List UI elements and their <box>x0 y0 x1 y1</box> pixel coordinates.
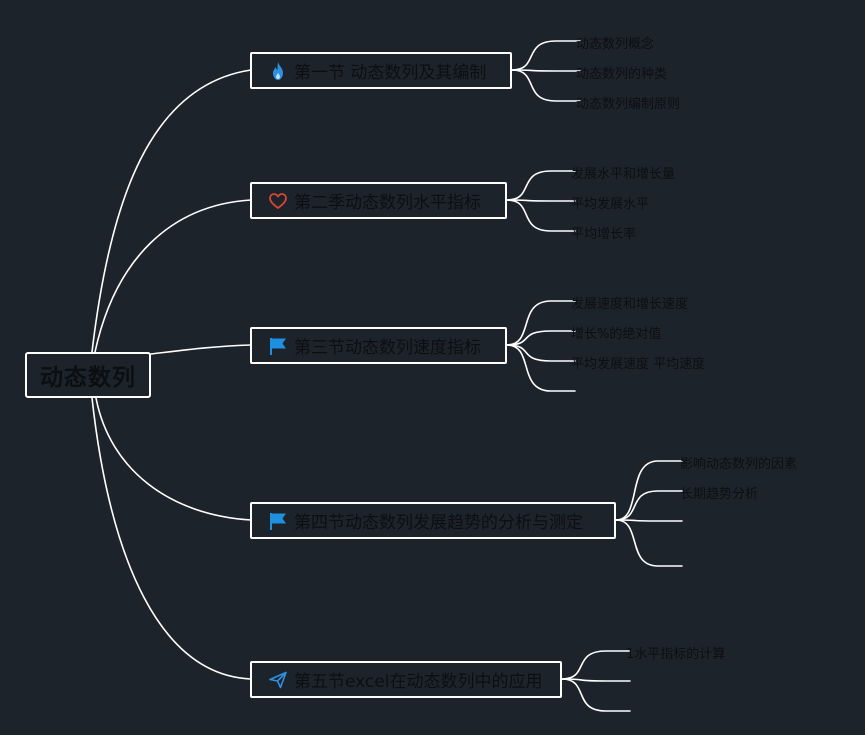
root-connector-2 <box>94 199 252 353</box>
flag-icon <box>268 511 288 531</box>
leaf-4-2[interactable]: 长期趋势分析 <box>680 487 759 502</box>
leaf-connector-4-2 <box>615 490 683 521</box>
leaf-connector-3-1 <box>506 300 576 346</box>
heart-icon <box>268 191 288 211</box>
leaf-connector-2-3 <box>506 199 576 232</box>
section-1-topic[interactable]: 第一节 动态数列及其编制 <box>250 52 512 89</box>
section-3-topic[interactable]: 第三节动态数列速度指标 <box>250 327 507 364</box>
leaf-2-3[interactable]: 平均增长率 <box>571 227 637 242</box>
root-topic-label: 动态数列 <box>40 365 136 391</box>
root-connector-5 <box>91 397 252 680</box>
section-4-topic[interactable]: 第四节动态数列发展趋势的分析与测定 <box>250 502 616 539</box>
root-topic[interactable]: 动态数列 <box>25 352 151 398</box>
leaf-3-3[interactable]: 平均发展速度 平均速度 <box>571 357 706 372</box>
section-1-label: 第一节 动态数列及其编制 <box>294 63 487 83</box>
leaf-1-3[interactable]: 动态数列编制原则 <box>576 97 681 112</box>
paper-plane-icon <box>268 670 288 690</box>
leaf-connector-5-3 <box>561 678 631 712</box>
section-2-topic[interactable]: 第二季动态数列水平指标 <box>250 182 507 219</box>
leaf-1-1[interactable]: 动态数列概念 <box>576 37 655 52</box>
leaf-1-2[interactable]: 动态数列的种类 <box>576 67 668 82</box>
leaf-connector-4-3 <box>615 519 683 522</box>
leaf-2-1[interactable]: 发展水平和增长量 <box>571 167 676 182</box>
leaf-connector-2-1 <box>506 170 576 201</box>
leaf-3-2[interactable]: 增长%的绝对值 <box>571 327 662 342</box>
leaf-connector-3-4 <box>506 344 576 392</box>
leaf-connector-3-3 <box>506 344 576 362</box>
section-3-label: 第三节动态数列速度指标 <box>294 338 481 358</box>
section-4-label: 第四节动态数列发展趋势的分析与测定 <box>294 513 583 533</box>
leaf-connector-2-2 <box>506 199 576 202</box>
root-connector-4 <box>95 397 252 521</box>
leaf-connector-1-3 <box>511 69 581 102</box>
section-5-topic[interactable]: 第五节excel在动态数列中的应用 <box>250 661 562 698</box>
leaf-connector-1-1 <box>511 40 581 71</box>
leaf-connector-4-4 <box>615 519 683 567</box>
section-2-label: 第二季动态数列水平指标 <box>294 193 481 213</box>
leaf-connector-4-1 <box>615 460 683 521</box>
leaf-5-1[interactable]: 1水平指标的计算 <box>626 647 726 662</box>
flag-icon <box>268 336 288 356</box>
leaf-connector-1-2 <box>511 69 581 72</box>
leaf-connector-5-2 <box>561 678 631 682</box>
fire-icon <box>268 61 288 81</box>
leaf-connector-3-2 <box>506 330 576 346</box>
root-connector-3 <box>150 344 252 355</box>
leaf-4-1[interactable]: 影响动态数列的因素 <box>680 457 798 472</box>
leaf-connector-5-1 <box>561 650 631 680</box>
root-connector-1 <box>91 69 252 353</box>
section-5-label: 第五节excel在动态数列中的应用 <box>294 672 543 692</box>
leaf-2-2[interactable]: 平均发展水平 <box>571 197 650 212</box>
leaf-3-1[interactable]: 发展速度和增长速度 <box>571 297 689 312</box>
